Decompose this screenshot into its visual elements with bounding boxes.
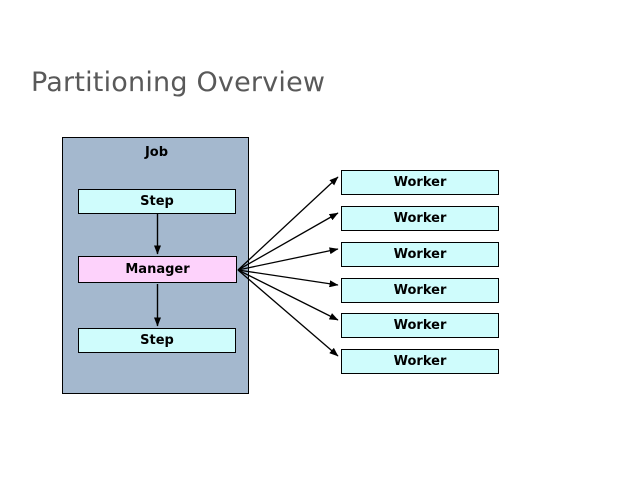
job-label: Job: [144, 145, 169, 160]
node-step-bottom[interactable]: Step: [78, 328, 236, 353]
node-worker-5[interactable]: Worker: [341, 313, 499, 338]
arrow-manager-to-worker-3: [237, 247, 339, 271]
node-worker-1[interactable]: Worker: [341, 170, 499, 195]
node-manager[interactable]: Manager: [78, 256, 237, 283]
arrow-manager-to-worker-4: [237, 269, 339, 288]
page-title: Partitioning Overview: [31, 67, 326, 98]
arrow-manager-to-worker-2: [237, 212, 339, 271]
node-worker-6[interactable]: Worker: [341, 349, 499, 374]
node-step-top[interactable]: Step: [78, 189, 236, 214]
arrow-manager-to-worker-1: [237, 176, 339, 271]
arrow-manager-to-worker-5: [237, 269, 339, 321]
node-worker-2[interactable]: Worker: [341, 206, 499, 231]
arrow-manager-to-worker-6: [237, 269, 339, 357]
node-worker-3[interactable]: Worker: [341, 242, 499, 267]
node-worker-4[interactable]: Worker: [341, 278, 499, 303]
